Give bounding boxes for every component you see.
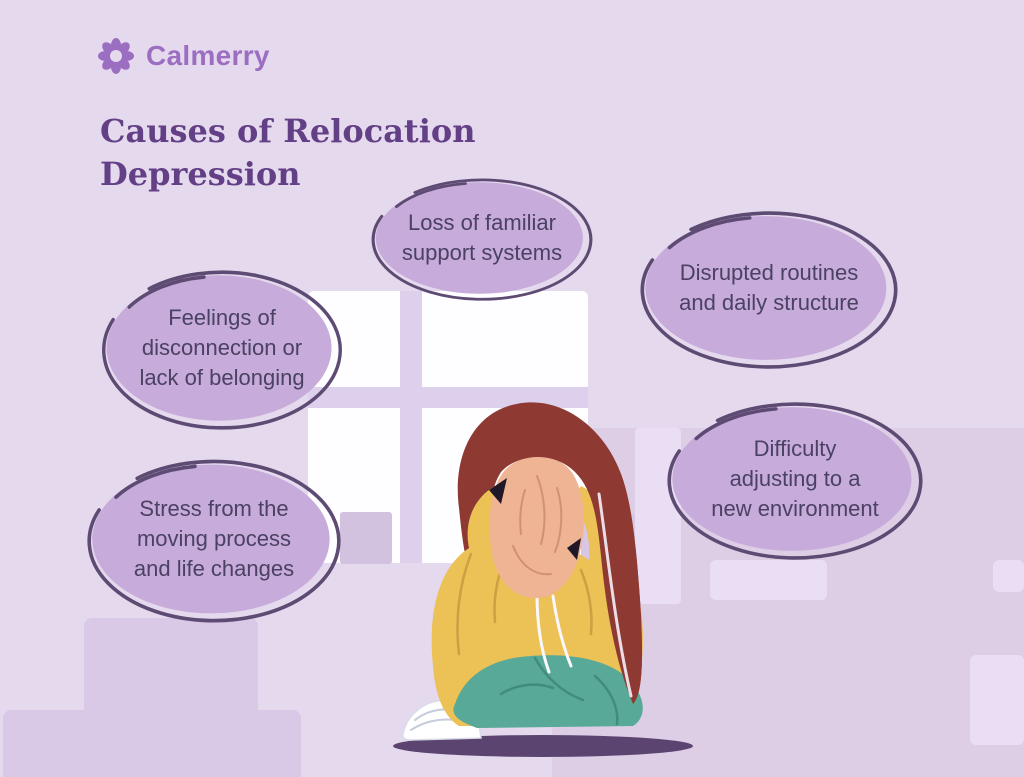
floor-shadow <box>393 735 693 757</box>
bubble-label: Stress from the moving process and life … <box>133 496 295 581</box>
shoe-lace <box>410 718 456 731</box>
hair-tuft <box>489 478 507 504</box>
bubble-label: Feelings of disconnection or lack of bel… <box>139 305 305 390</box>
pants <box>453 655 643 728</box>
moving-box-silhouette <box>3 710 301 777</box>
background-highlight-shape <box>710 560 827 600</box>
bubble-ellipse <box>87 459 341 623</box>
finger-line <box>554 487 563 553</box>
page-title-line: Causes of Relocation <box>100 112 476 150</box>
window-sill-shape <box>340 512 392 564</box>
hoodie-drawstring <box>535 592 551 674</box>
window-mullion-vertical <box>400 291 422 563</box>
bubble-label: Disrupted routines and daily structure <box>679 260 859 315</box>
flower-icon <box>98 38 134 74</box>
finger-line <box>519 489 526 535</box>
finger-line <box>536 475 546 545</box>
sad-woman-illustration <box>393 402 693 757</box>
cause-bubble-disrupted-routines: Disrupted routines and daily structure <box>634 203 904 373</box>
cause-bubble-support-systems: Loss of familiar support systems <box>366 172 598 304</box>
bubble-ellipse <box>640 211 898 369</box>
hands-covering-face <box>489 455 584 599</box>
calmerry-logo: Calmerry <box>98 38 270 74</box>
bubble-label: Loss of familiar support systems <box>401 210 563 265</box>
cause-bubble-disconnection: Feelings of disconnection or lack of bel… <box>96 262 348 434</box>
brand-wordmark: Calmerry <box>146 40 270 71</box>
background-highlight-shape <box>970 655 1024 745</box>
bubble-ellipse <box>667 402 923 560</box>
background-highlight-shape <box>993 560 1024 592</box>
pants-crease <box>499 683 555 696</box>
hoodie-drawstring <box>551 594 573 668</box>
sweater-fold <box>579 568 593 636</box>
pants-crease <box>533 656 585 702</box>
hair-tuft <box>567 538 581 560</box>
hair-front <box>501 416 643 704</box>
bubble-label: Difficulty adjusting to a new environmen… <box>711 436 879 521</box>
bubble-ellipse <box>371 178 593 301</box>
sweater-fold <box>456 552 473 656</box>
cause-bubble-moving-stress: Stress from the moving process and life … <box>81 451 347 627</box>
pants-crease <box>593 674 619 726</box>
page-title-line: Depression <box>100 155 301 193</box>
page-title: Causes of Relocation Depression <box>100 110 475 196</box>
hair-highlight <box>597 492 633 698</box>
window-mullion-horizontal <box>308 387 588 408</box>
cause-bubble-difficulty-adjusting: Difficulty adjusting to a new environmen… <box>661 394 929 564</box>
bubble-ellipse <box>102 270 342 430</box>
finger-line <box>512 545 552 576</box>
